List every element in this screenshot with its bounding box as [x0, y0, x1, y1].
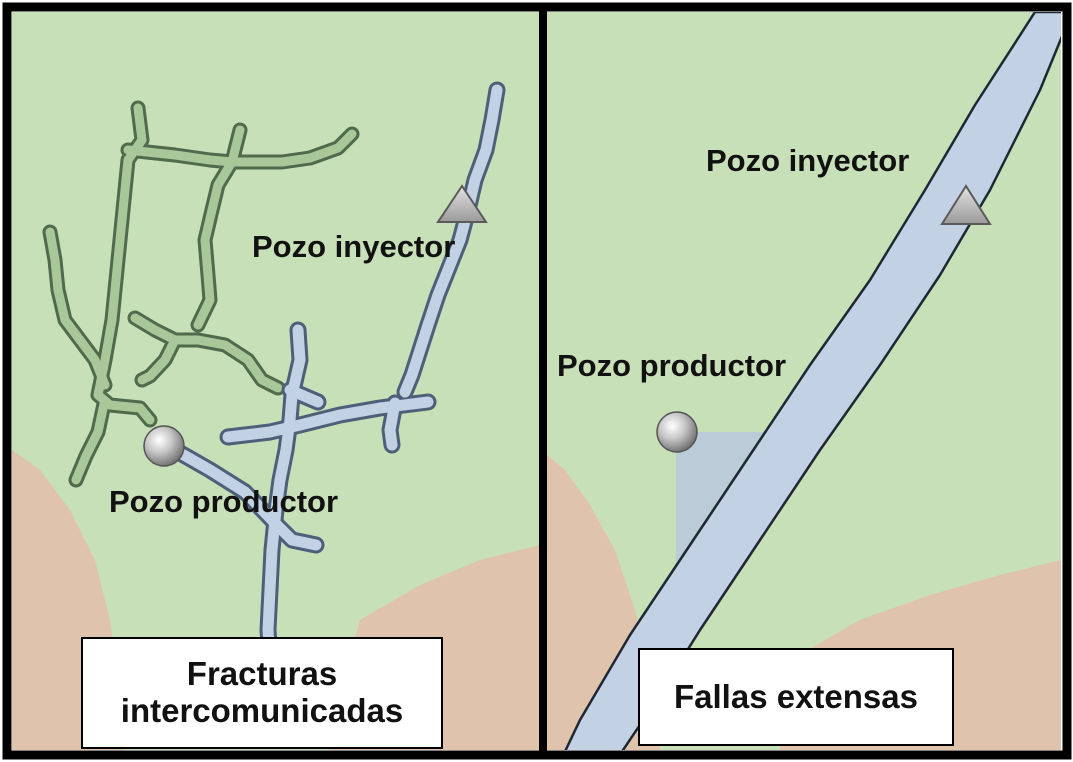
- left-injector-well-icon: [436, 184, 488, 223]
- left-caption-box: Fracturas intercomunicadas: [81, 637, 443, 749]
- left-producer-well-icon: [143, 425, 185, 467]
- right-injector-label: Pozo inyector: [706, 143, 910, 178]
- left-caption-line-1: Fracturas: [186, 655, 338, 693]
- left-injector-label: Pozo inyector: [252, 229, 456, 264]
- right-caption-box: Fallas extensas: [638, 648, 954, 746]
- green-fracture-network: [42, 100, 360, 488]
- right-injector-well-icon: [940, 184, 992, 225]
- right-panel: [547, 12, 1061, 750]
- right-producer-well-icon: [656, 411, 698, 453]
- left-caption-line-2: intercomunicadas: [120, 692, 404, 729]
- blue-fracture-network: [166, 81, 506, 669]
- right-caption-text: Fallas extensas: [674, 677, 918, 715]
- right-producer-label: Pozo productor: [557, 348, 787, 383]
- left-producer-label: Pozo productor: [109, 484, 339, 519]
